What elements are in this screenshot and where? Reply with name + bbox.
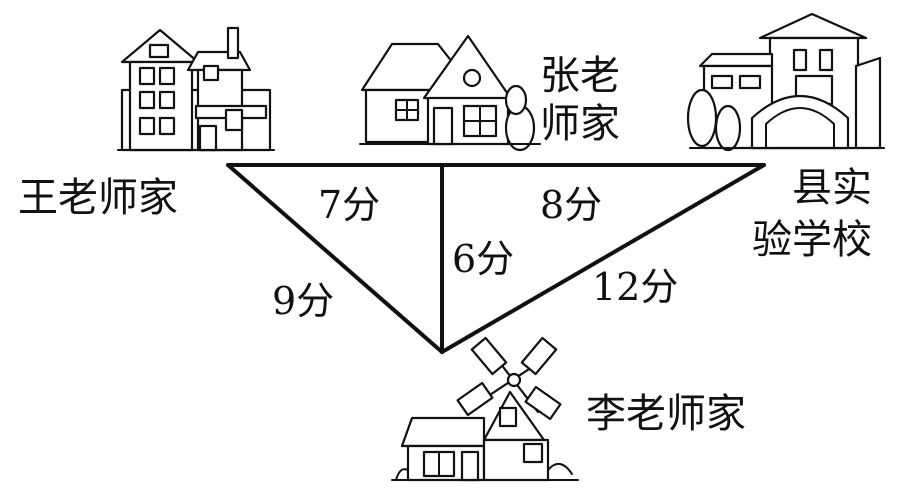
time-label-wang-li: 9分 (272, 279, 335, 323)
li-house-icon (391, 336, 579, 482)
time-label-zhang-school: 8分 (540, 183, 603, 227)
zhang-house-label-line1: 张老 (540, 53, 620, 99)
wang-house-icon (117, 26, 275, 152)
zhang-house-icon (359, 34, 541, 152)
wang-house-label: 王老师家 (18, 175, 178, 221)
school-label-line1: 县实 (792, 165, 872, 211)
route-line-wang-li (226, 163, 444, 354)
li-house-label: 李老师家 (586, 391, 746, 437)
route-line-school-li (440, 163, 766, 354)
zhang-house-label-line2: 师家 (540, 101, 620, 147)
school-icon (686, 12, 885, 152)
time-label-school-li: 12分 (592, 265, 679, 309)
time-label-wang-zhang: 7分 (318, 183, 381, 227)
school-label-line2: 验学校 (752, 217, 872, 263)
time-label-zhang-li: 6分 (452, 237, 515, 281)
